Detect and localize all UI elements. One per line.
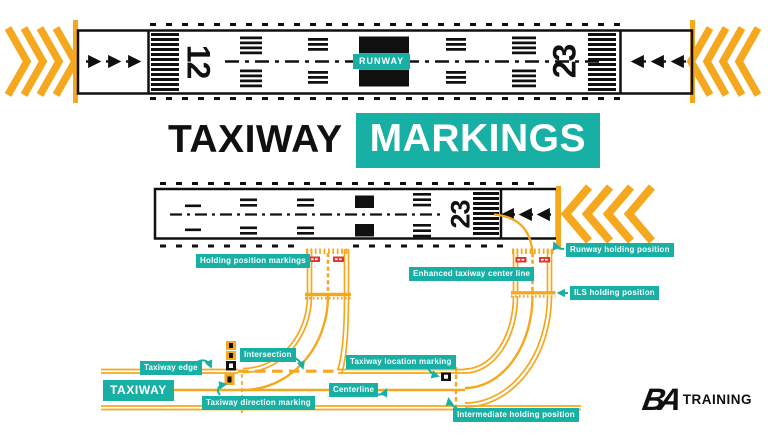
- intermediate-holding-arrow: [445, 397, 458, 409]
- runway-number-23: 23: [546, 44, 583, 79]
- logo-text: TRAINING: [682, 392, 752, 407]
- label-enhanced-center-line: Enhanced taxiway center line: [409, 267, 535, 281]
- page-title: TAXIWAY MARKINGS: [0, 112, 768, 168]
- label-taxiway-edge: Taxiway edge: [140, 361, 202, 375]
- taxiway-network: [101, 213, 581, 413]
- left-stub-taxiway: [242, 248, 351, 392]
- right-stub-taxiway: [464, 213, 556, 408]
- runway-tag: RUNWAY: [353, 54, 411, 69]
- baa-training-logo: BA TRAINING: [639, 382, 752, 417]
- left-chevrons-icon: [4, 20, 80, 103]
- threshold-piano-keys: [473, 192, 499, 235]
- holding-sign-marking: [539, 257, 550, 263]
- centerline-curve: [242, 295, 330, 392]
- top-runway: [4, 20, 762, 103]
- label-taxiway-location-marking: Taxiway location marking: [346, 355, 456, 369]
- right-chevrons-icon: [560, 184, 656, 244]
- title-word-markings: MARKINGS: [355, 112, 601, 168]
- label-holding-position-markings: Holding position markings: [196, 254, 310, 268]
- title-word-taxiway: TAXIWAY: [167, 118, 343, 161]
- taxiway-sign-stack: [226, 341, 236, 371]
- aiming-point-markings: [355, 195, 374, 237]
- runway-pavement: [76, 29, 694, 95]
- taxiway-direction-sign: [224, 374, 235, 385]
- label-intermediate-holding-position: Intermediate holding position: [453, 407, 579, 422]
- label-centerline: Centerline: [329, 382, 379, 397]
- direction-marking-arrow: [216, 381, 228, 396]
- right-chevrons-icon: [686, 20, 762, 103]
- holding-sign-marking: [309, 256, 320, 262]
- taxiway-location-sign: [441, 372, 451, 381]
- holding-sign-marking: [515, 257, 527, 263]
- label-taxiway: TAXIWAY: [103, 380, 174, 401]
- runway-number-12: 12: [180, 44, 217, 79]
- label-intersection: Intersection: [240, 347, 296, 362]
- label-runway-holding-position: Runway holding position: [566, 242, 674, 257]
- runway-holding-arrow: [552, 241, 565, 251]
- runway-number-23-bottom: 23: [445, 200, 476, 229]
- aiming-point-markings: [359, 36, 409, 87]
- touchdown-zone-stripes: [240, 36, 536, 88]
- centerline-curve: [464, 295, 534, 390]
- label-taxiway-direction-marking: Taxiway direction marking: [202, 395, 315, 410]
- logo-monogram: BA: [639, 382, 679, 417]
- lead-on-curve: [493, 213, 534, 254]
- threshold-piano-keys-right: [588, 33, 616, 91]
- holding-sign-marking: [333, 256, 344, 262]
- bottom-runway: [153, 182, 656, 248]
- threshold-piano-keys-left: [151, 33, 179, 91]
- touchdown-zone-stripes: [185, 193, 431, 238]
- label-ils-holding-position: ILS holding position: [570, 286, 659, 300]
